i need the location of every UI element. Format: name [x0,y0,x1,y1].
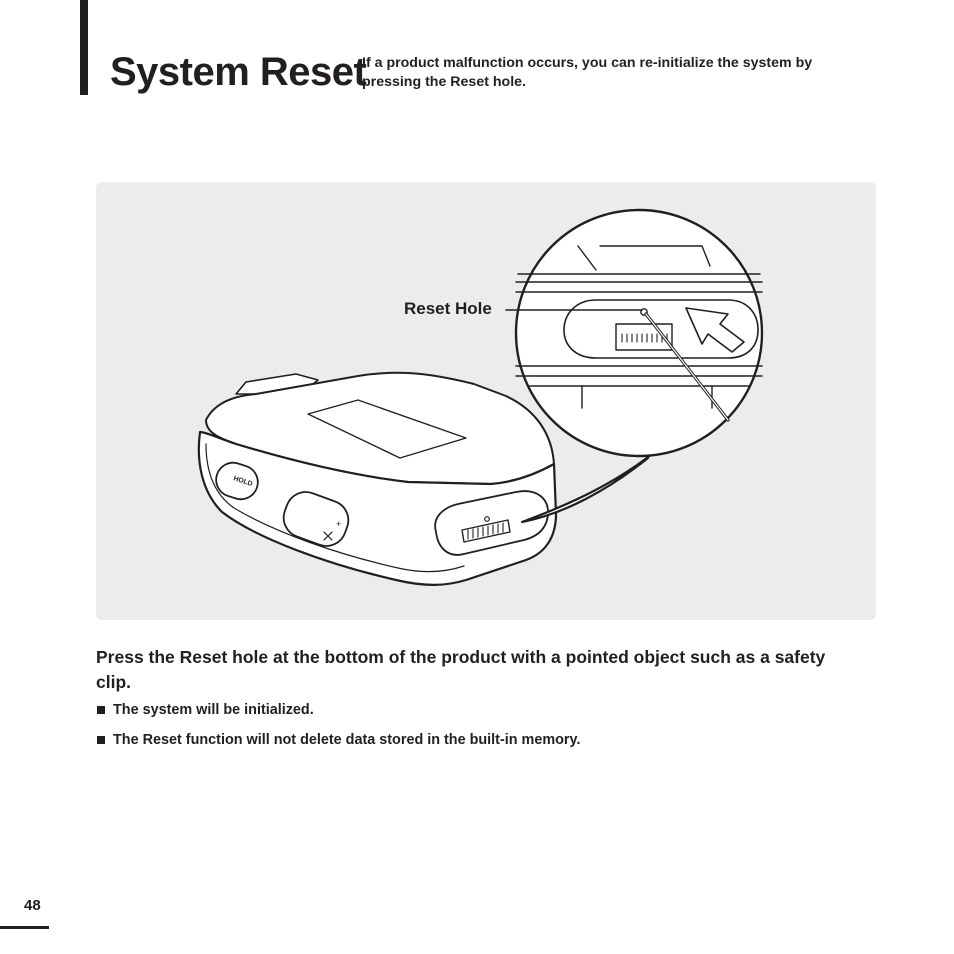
notes-list: The system will be initialized. The Rese… [96,700,580,760]
note-item: The system will be initialized. [96,700,580,720]
title-accent-bar [80,0,88,95]
page-title: System Reset [110,50,367,94]
reset-hole-label: Reset Hole [404,299,492,318]
page-number-rule [0,926,49,929]
square-bullet-icon [97,736,105,744]
reset-illustration: HOLD + Reset Hole [96,182,876,620]
note-text: The Reset function will not delete data … [113,732,581,748]
reset-instruction: Press the Reset hole at the bottom of th… [96,647,826,692]
page-number: 48 [24,897,41,914]
square-bullet-icon [97,706,105,714]
volume-plus-label: + [336,519,341,529]
page-subtitle: If a product malfunction occurs, you can… [362,55,813,90]
device-drawing: HOLD + [197,208,764,586]
note-text: The system will be initialized. [113,702,314,718]
note-item: The Reset function will not delete data … [96,730,580,750]
